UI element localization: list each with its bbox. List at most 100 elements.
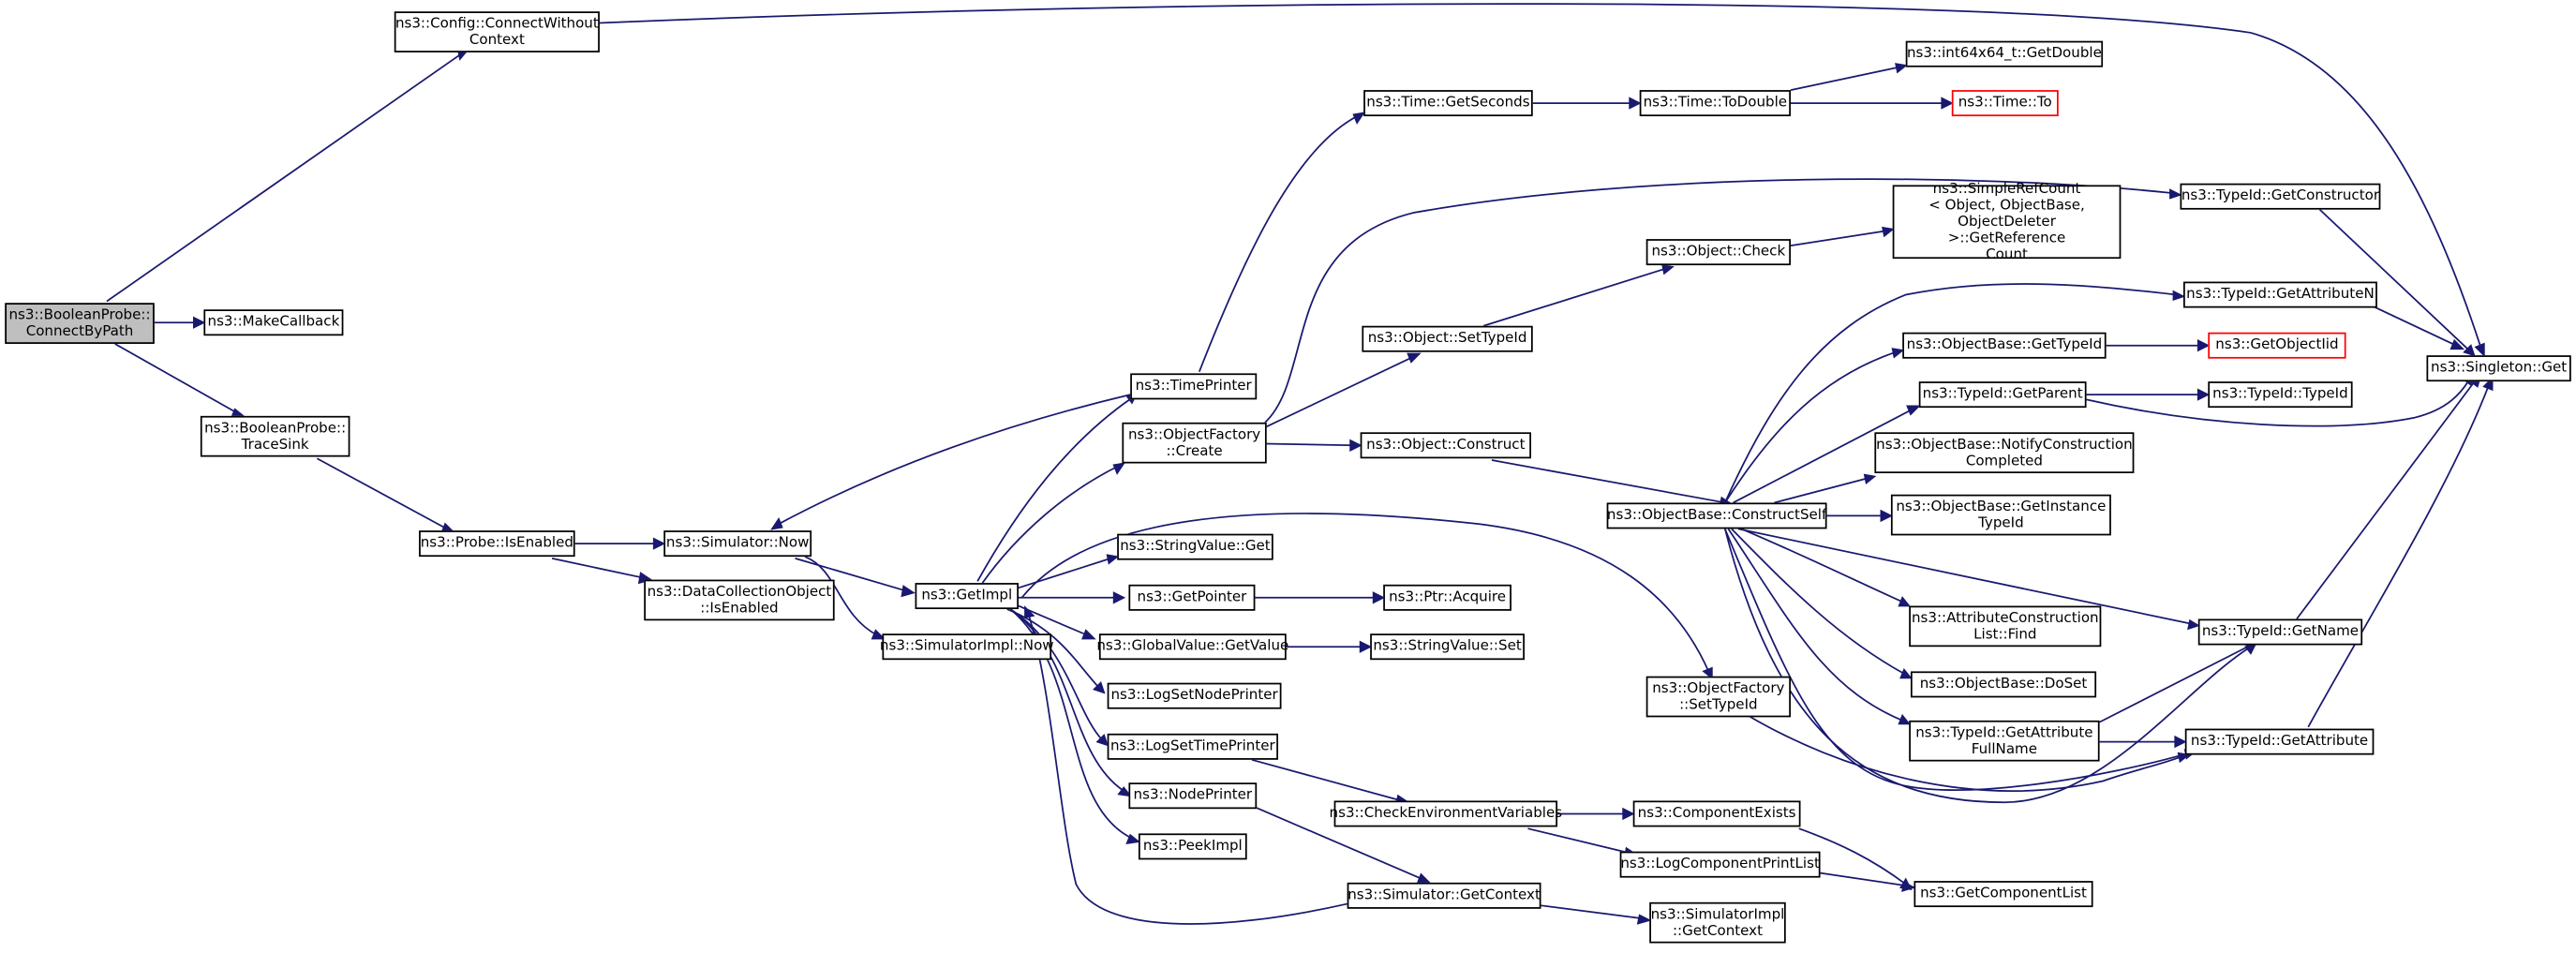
arrowhead (1901, 881, 1916, 892)
node-object-base-notify-construction-completed[interactable]: ns3::ObjectBase::NotifyConstruction Comp… (1874, 432, 2135, 473)
edge (1527, 827, 1630, 855)
node-type-id-get-attribute[interactable]: ns3::TypeId::GetAttribute (2184, 728, 2375, 755)
arrowhead (1117, 786, 1133, 797)
edge (2099, 644, 2252, 723)
edge (316, 457, 448, 530)
edge (804, 556, 878, 636)
node-log-set-time-printer[interactable]: ns3::LogSetTimePrinter (1107, 733, 1278, 760)
edge (1724, 350, 1897, 503)
arrowhead (1636, 914, 1652, 925)
node-int64x64-get-double[interactable]: ns3::int64x64_t::GetDouble (1905, 40, 2104, 67)
arrowhead (1106, 554, 1120, 565)
node-time-to-double[interactable]: ns3::Time::ToDouble (1639, 90, 1791, 117)
arrowhead (1095, 733, 1109, 747)
node-time-get-seconds[interactable]: ns3::Time::GetSeconds (1363, 90, 1533, 117)
node-boolean-probe-connect-by-path: ns3::BooleanProbe:: ConnectByPath (5, 303, 155, 344)
node-string-value-set[interactable]: ns3::StringValue::Set (1370, 633, 1525, 661)
node-object-construct[interactable]: ns3::Object::Construct (1360, 432, 1531, 459)
edge (1737, 528, 2192, 625)
node-time-printer[interactable]: ns3::TimePrinter (1130, 373, 1258, 400)
arrowhead (1941, 97, 1954, 110)
arrowhead (1359, 640, 1373, 653)
node-simple-ref-count-get-reference-count[interactable]: ns3::SimpleRefCount < Object, ObjectBase… (1892, 181, 2122, 262)
edge (1482, 267, 1667, 327)
node-type-id-get-parent[interactable]: ns3::TypeId::GetParent (1918, 381, 2087, 409)
node-object-base-do-set[interactable]: ns3::ObjectBase::DoSet (1910, 671, 2097, 698)
node-attribute-construction-list-find[interactable]: ns3::AttributeConstruction List::Find (1909, 605, 2102, 648)
edge (1020, 513, 1710, 672)
edge (795, 558, 908, 592)
node-simulator-get-context[interactable]: ns3::Simulator::GetContext (1347, 882, 1541, 909)
node-object-set-type-id[interactable]: ns3::Object::SetTypeId (1362, 325, 1533, 352)
node-global-value-get-value[interactable]: ns3::GlobalValue::GetValue (1096, 633, 1288, 661)
edge (1255, 806, 1423, 881)
node-get-pointer[interactable]: ns3::GetPointer (1128, 584, 1256, 611)
arrowhead (1349, 439, 1362, 452)
node-object-base-get-type-id[interactable]: ns3::ObjectBase::GetTypeId (1902, 332, 2107, 359)
arrowhead (2172, 290, 2186, 301)
node-peek-impl[interactable]: ns3::PeekImpl (1138, 833, 1247, 860)
edge (1818, 871, 1908, 887)
edge (599, 3, 2482, 348)
arrowhead (1895, 63, 1908, 74)
node-boolean-probe-trace-sink[interactable]: ns3::BooleanProbe:: TraceSink (200, 415, 350, 457)
node-make-callback[interactable]: ns3::MakeCallback (203, 309, 344, 336)
edge (1733, 409, 1913, 504)
node-type-id-get-attribute-n[interactable]: ns3::TypeId::GetAttributeN (2183, 281, 2377, 308)
edge (2365, 302, 2457, 347)
node-check-environment-variables[interactable]: ns3::CheckEnvironmentVariables (1330, 800, 1562, 827)
node-type-id-get-attribute-full-name[interactable]: ns3::TypeId::GetAttribute FullName (1909, 720, 2100, 762)
node-object-factory-create[interactable]: ns3::ObjectFactory ::Create (1122, 422, 1267, 464)
node-object-base-construct-self[interactable]: ns3::ObjectBase::ConstructSelf (1606, 502, 1827, 529)
arrowhead (2174, 735, 2187, 749)
node-object-base-get-instance-type-id[interactable]: ns3::ObjectBase::GetInstance TypeId (1890, 494, 2111, 536)
arrowhead (770, 517, 783, 530)
node-probe-is-enabled[interactable]: ns3::Probe::IsEnabled (419, 530, 575, 558)
arrowhead (1352, 112, 1366, 125)
edge (1027, 614, 1348, 925)
node-log-component-print-list[interactable]: ns3::LogComponentPrintList (1619, 851, 1821, 878)
arrowhead (1093, 681, 1106, 694)
arrowhead (901, 585, 916, 598)
node-ptr-acquire[interactable]: ns3::Ptr::Acquire (1383, 584, 1511, 611)
arrowhead (2474, 342, 2485, 358)
node-simulator-impl-get-context[interactable]: ns3::SimulatorImpl ::GetContext (1649, 901, 1786, 944)
node-simulator-now[interactable]: ns3::Simulator::Now (663, 530, 812, 558)
edge (1018, 604, 1088, 636)
edge (981, 466, 1118, 584)
node-get-object-iid[interactable]: ns3::GetObjectIid (2208, 332, 2346, 359)
node-singleton-get[interactable]: ns3::Singleton::Get (2426, 355, 2571, 382)
node-data-collection-object-is-enabled[interactable]: ns3::DataCollectionObject ::IsEnabled (644, 579, 835, 621)
node-log-set-node-printer[interactable]: ns3::LogSetNodePrinter (1107, 682, 1282, 709)
node-object-check[interactable]: ns3::Object::Check (1645, 239, 1791, 266)
edge (1264, 356, 1414, 428)
arrowhead (652, 537, 666, 550)
node-type-id-get-constructor[interactable]: ns3::TypeId::GetConstructor (2180, 183, 2381, 210)
arrowhead (2463, 344, 2476, 357)
edge (2307, 384, 2490, 728)
arrowhead (1112, 462, 1126, 475)
node-get-impl[interactable]: ns3::GetImpl (915, 583, 1019, 610)
node-get-component-list[interactable]: ns3::GetComponentList (1913, 881, 2093, 908)
node-time-to[interactable]: ns3::Time::To (1951, 90, 2059, 117)
edge (976, 396, 1133, 582)
edge (1727, 528, 1903, 722)
node-simulator-impl-now[interactable]: ns3::SimulatorImpl::Now (880, 633, 1054, 661)
edge (1006, 608, 1100, 689)
node-config-connect-without-context[interactable]: ns3::Config::ConnectWithout Context (394, 11, 600, 52)
node-string-value-get[interactable]: ns3::StringValue::Get (1117, 533, 1273, 560)
arrowhead (1880, 509, 1893, 523)
edge (1009, 608, 1104, 741)
edge (551, 558, 645, 579)
node-type-id-type-id[interactable]: ns3::TypeId::TypeId (2208, 381, 2353, 409)
node-type-id-get-name[interactable]: ns3::TypeId::GetName (2197, 618, 2363, 646)
arrowhead (2196, 339, 2211, 352)
edge (114, 343, 237, 414)
node-component-exists[interactable]: ns3::ComponentExists (1632, 800, 1801, 827)
node-object-factory-set-type-id[interactable]: ns3::ObjectFactory ::SetTypeId (1645, 676, 1791, 718)
node-node-printer[interactable]: ns3::NodePrinter (1128, 782, 1258, 810)
edge (2086, 379, 2470, 427)
arrowhead (1622, 807, 1635, 821)
edge (2318, 209, 2470, 351)
